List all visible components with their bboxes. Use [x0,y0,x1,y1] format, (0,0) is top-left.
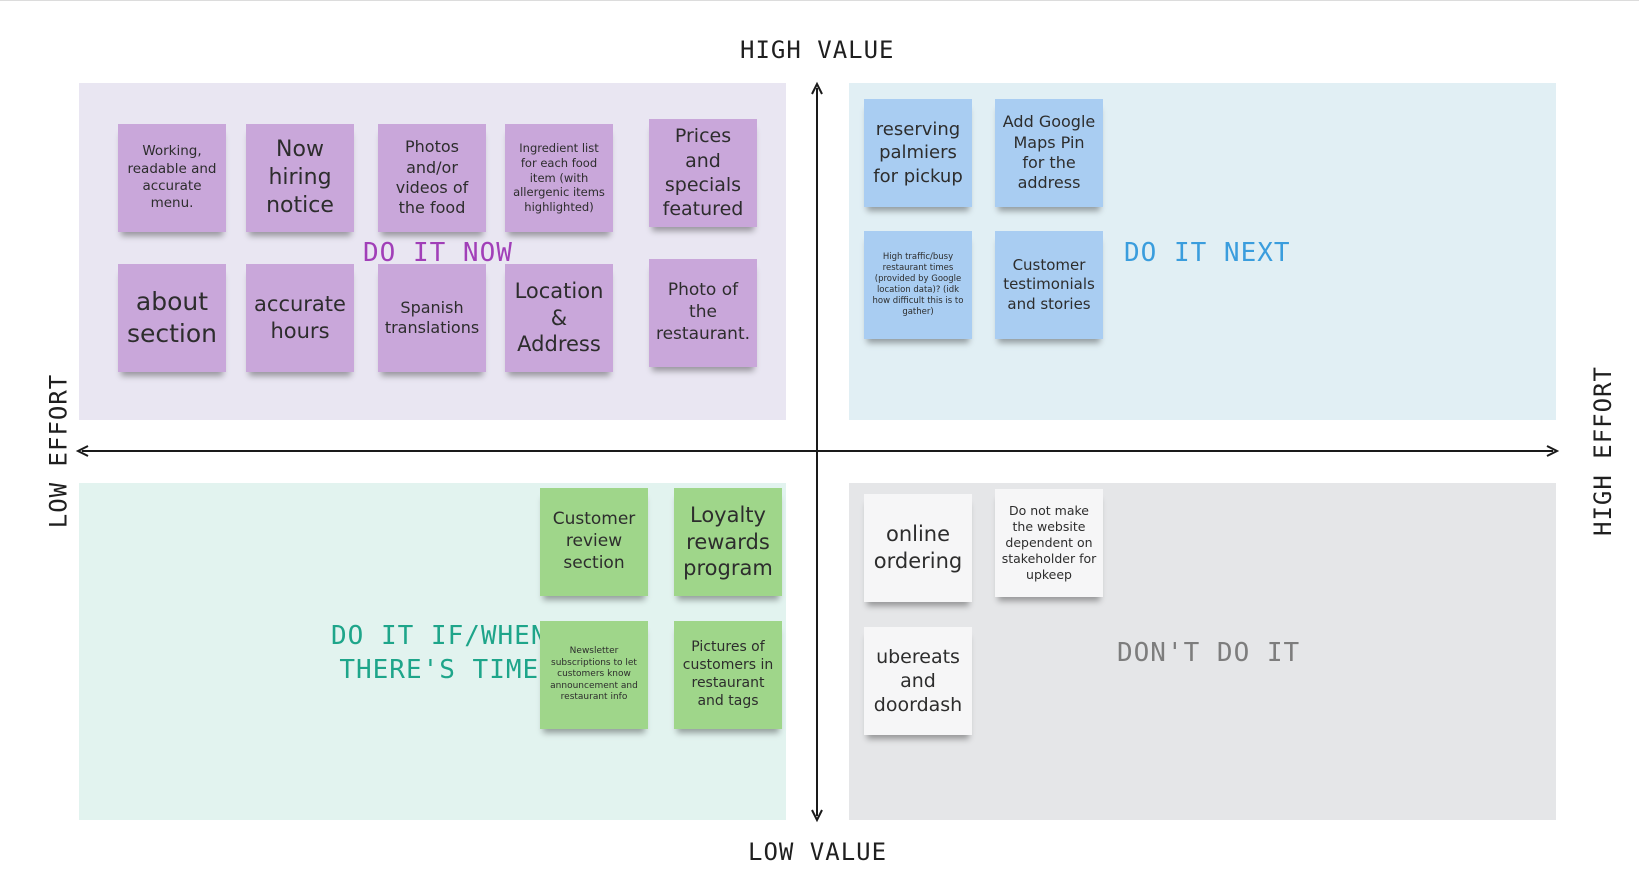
quadrant-title-line-1: DO IT IF/WHEN [331,621,548,651]
sticky-note[interactable]: Photo of the restaurant. [649,259,757,367]
sticky-note[interactable]: Customer testimonials and stories [995,231,1103,339]
sticky-note[interactable]: Ingredient list for each food item (with… [505,124,613,232]
sticky-note[interactable]: Location & Address [505,264,613,372]
sticky-note[interactable]: ubereats and doordash [864,627,972,735]
sticky-note[interactable]: online ordering [864,494,972,602]
axis-label-bottom: LOW VALUE [748,838,888,866]
sticky-note[interactable]: accurate hours [246,264,354,372]
axis-label-left: LOW EFFORT [44,373,73,529]
arrow-up-icon [811,81,823,95]
axis-label-right: HIGH EFFORT [1588,366,1617,536]
axis-label-top: HIGH VALUE [740,36,895,64]
sticky-note[interactable]: Add Google Maps Pin for the address [995,99,1103,207]
sticky-note[interactable]: Pictures of customers in restaurant and … [674,621,782,729]
sticky-note[interactable]: Now hiring notice [246,124,354,232]
arrow-right-icon [1546,445,1560,457]
sticky-note[interactable]: about section [118,264,226,372]
canvas-top-border [0,0,1639,1]
quadrant-title-do-it-next: DO IT NEXT [1124,238,1291,268]
quadrant-do-it-if-time [79,483,786,820]
arrow-down-icon [811,809,823,823]
quadrant-title-line-2: THERE'S TIME [339,655,540,685]
sticky-note[interactable]: Photos and/or videos of the food [378,124,486,232]
sticky-note[interactable]: Loyalty rewards program [674,488,782,596]
sticky-note[interactable]: Spanish translations [378,264,486,372]
sticky-note[interactable]: reserving palmiers for pickup [864,99,972,207]
sticky-note[interactable]: Customer review section [540,488,648,596]
quadrant-title-dont-do-it: DON'T DO IT [1117,638,1301,668]
arrow-left-icon [75,445,89,457]
sticky-note[interactable]: Newsletter subscriptions to let customer… [540,621,648,729]
sticky-note[interactable]: Working, readable and accurate menu. [118,124,226,232]
sticky-note[interactable]: High traffic/busy restaurant times (prov… [864,231,972,339]
quadrant-title-do-it-if-time: DO IT IF/WHEN THERE'S TIME [331,619,548,687]
sticky-note[interactable]: Prices and specials featured [649,119,757,227]
quadrant-title-do-it-now: DO IT NOW [363,238,513,268]
sticky-note[interactable]: Do not make the website dependent on sta… [995,489,1103,597]
